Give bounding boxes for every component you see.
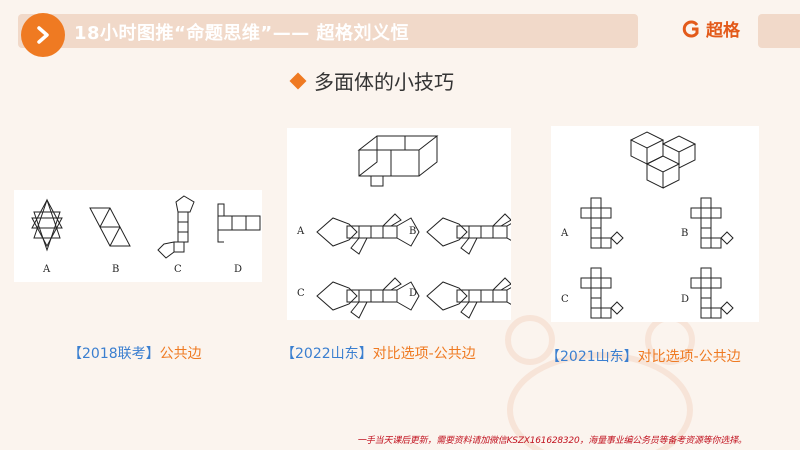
option-c-figure — [157, 195, 195, 259]
option-net-figure — [316, 213, 420, 255]
figure-caption: 【2018联考】公共边 — [68, 343, 202, 363]
option-label: D — [409, 288, 417, 299]
header-right-tab — [758, 14, 800, 48]
diamond-bullet-icon — [289, 72, 307, 89]
option-d-figure — [217, 203, 261, 243]
figure-2022-puzzle: A B C D — [287, 128, 530, 320]
caption-topic: 对比选项-公共边 — [372, 346, 476, 362]
caption-topic: 公共边 — [159, 346, 202, 362]
caption-year: 【2018联考】 — [68, 346, 160, 362]
polyhedron-3d-figure — [357, 135, 439, 187]
footer-notice: 一手当天课后更新，需要资料请加微信KSZX161628320，海量事业编公务员等… — [357, 436, 747, 446]
option-a-figure — [31, 198, 63, 252]
play-arrow-icon[interactable] — [21, 13, 65, 57]
brand-name: 超格 — [706, 21, 740, 41]
option-label: A — [560, 228, 569, 239]
option-label: B — [681, 228, 688, 239]
header-title: 18小时图推“命题思维”—— 超格刘义恒 — [74, 23, 409, 44]
option-label: D — [234, 264, 242, 275]
mascot-watermark — [505, 315, 695, 450]
figure-caption: 【2021山东】对比选项-公共边 — [546, 346, 741, 366]
option-label: C — [174, 264, 182, 275]
option-net-figure — [580, 197, 624, 249]
caption-year: 【2022山东】 — [281, 346, 373, 362]
brand-logo-icon — [682, 20, 699, 37]
option-label: B — [112, 264, 119, 275]
figure-2018-puzzle: A B C D — [14, 190, 262, 282]
figure-2021-puzzle: A B C D — [551, 126, 759, 322]
caption-topic: 对比选项-公共边 — [637, 349, 741, 365]
cubes-3d-figure — [629, 131, 697, 189]
header-bar — [18, 14, 638, 48]
section-heading: 多面体的小技巧 — [289, 66, 454, 95]
caption-year: 【2021山东】 — [546, 349, 638, 365]
figure-caption: 【2022山东】对比选项-公共边 — [281, 343, 476, 363]
option-label: D — [681, 294, 689, 305]
option-label: C — [297, 288, 305, 299]
option-label: C — [561, 294, 569, 305]
option-label: A — [296, 226, 305, 237]
section-title: 多面体的小技巧 — [314, 70, 454, 94]
brand-logo: 超格 — [682, 16, 740, 41]
option-label: B — [409, 226, 416, 237]
slide-header: 18小时图推“命题思维”—— 超格刘义恒 超格 — [0, 0, 800, 57]
option-b-figure — [89, 207, 131, 247]
option-label: A — [42, 264, 51, 275]
